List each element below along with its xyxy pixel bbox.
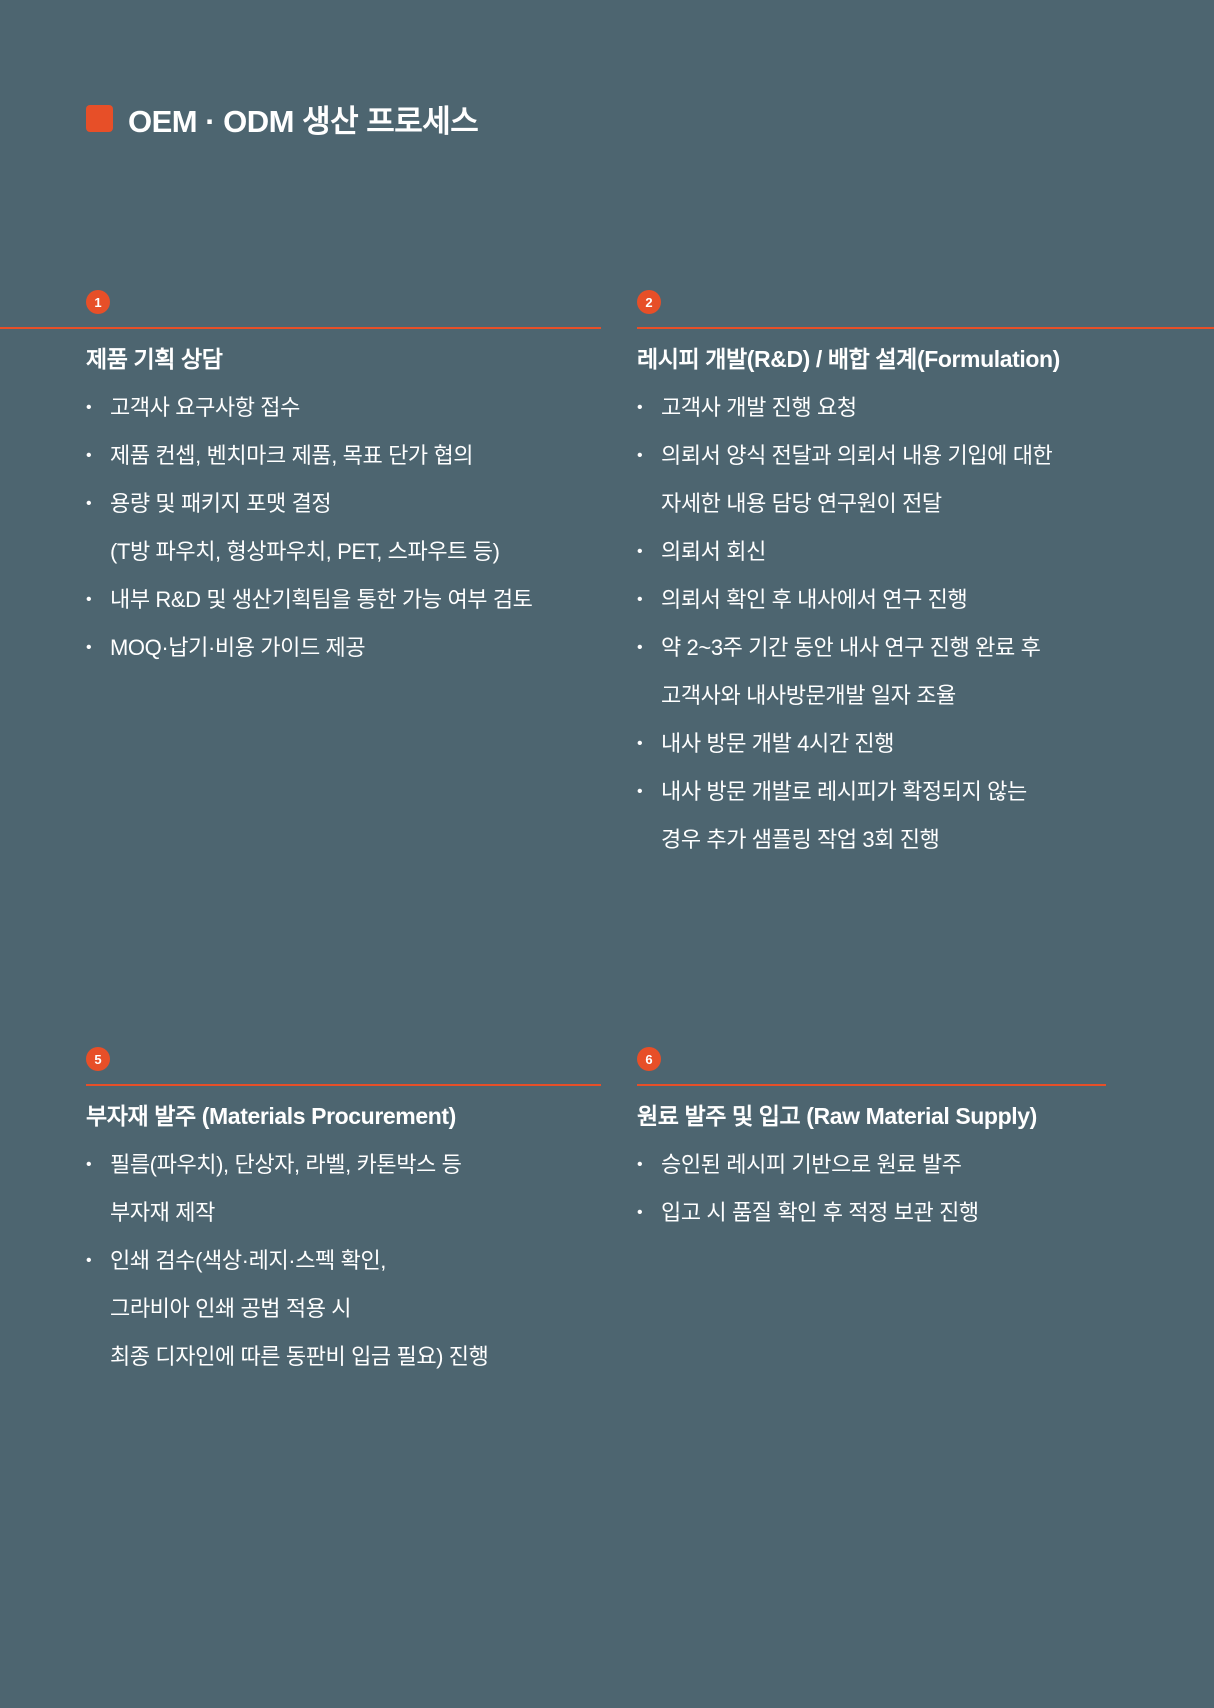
bullet-dot: • [637, 783, 643, 800]
step-number-badge: 2 [637, 290, 661, 314]
list-item: • 약 2~3주 기간 동안 내사 연구 진행 완료 후 [637, 624, 1214, 672]
step-title: 제품 기획 상담 [86, 346, 223, 372]
list-item-text: 고객사와 내사방문개발 일자 조율 [661, 683, 956, 708]
list-item-text: 최종 디자인에 따른 동판비 입금 필요) 진행 [110, 1344, 489, 1369]
list-item-text: 의뢰서 확인 후 내사에서 연구 진행 [661, 587, 968, 612]
list-item-text: 경우 추가 샘플링 작업 3회 진행 [661, 827, 940, 852]
list-item-text: 의뢰서 양식 전달과 의뢰서 내용 기입에 대한 [661, 443, 1053, 468]
list-item: • 내사 방문 개발로 레시피가 확정되지 않는 [637, 768, 1214, 816]
step-title: 레시피 개발(R&D) / 배합 설계(Formulation) [637, 346, 1060, 372]
list-item: • 필름(파우치), 단상자, 라벨, 카톤박스 등 [86, 1141, 606, 1189]
list-item-continuation: 그라비아 인쇄 공법 적용 시 [86, 1285, 606, 1333]
bullet-dot: • [637, 399, 643, 416]
list-item: • MOQ·납기·비용 가이드 제공 [86, 624, 606, 672]
bullet-dot: • [637, 639, 643, 656]
list-item: • 용량 및 패키지 포맷 결정 [86, 480, 606, 528]
list-item-text: 고객사 요구사항 접수 [110, 395, 300, 420]
list-item-text: 용량 및 패키지 포맷 결정 [110, 491, 332, 516]
list-item-text: 부자재 제작 [110, 1200, 215, 1225]
bullet-dot: • [637, 591, 643, 608]
section-divider-5 [86, 1084, 601, 1086]
list-item: • 내부 R&D 및 생산기획팀을 통한 가능 여부 검토 [86, 576, 606, 624]
list-item-continuation: 경우 추가 샘플링 작업 3회 진행 [637, 816, 1214, 864]
list-item: • 입고 시 품질 확인 후 적정 보관 진행 [637, 1189, 1197, 1237]
bullet-dot: • [86, 495, 92, 512]
bullet-dot: • [637, 735, 643, 752]
list-item: • 고객사 요구사항 접수 [86, 384, 606, 432]
step-number: 2 [645, 294, 653, 310]
list-item: • 인쇄 검수(색상·레지·스펙 확인, [86, 1237, 606, 1285]
step-number: 6 [645, 1051, 653, 1067]
bullet-dot: • [86, 1252, 92, 1269]
bullet-dot: • [86, 1156, 92, 1173]
step-number-badge: 6 [637, 1047, 661, 1071]
list-item-text: 제품 컨셉, 벤치마크 제품, 목표 단가 협의 [110, 443, 474, 468]
list-item: • 의뢰서 확인 후 내사에서 연구 진행 [637, 576, 1214, 624]
bullet-dot: • [86, 399, 92, 416]
title-square-icon [86, 105, 113, 132]
list-item-continuation: 고객사와 내사방문개발 일자 조율 [637, 672, 1214, 720]
bullet-dot: • [86, 639, 92, 656]
list-item-text: 승인된 레시피 기반으로 원료 발주 [661, 1152, 962, 1177]
list-item-text: 인쇄 검수(색상·레지·스펙 확인, [110, 1248, 386, 1273]
list-item: • 고객사 개발 진행 요청 [637, 384, 1214, 432]
list-item: • 의뢰서 양식 전달과 의뢰서 내용 기입에 대한 [637, 432, 1214, 480]
bullet-dot: • [637, 1204, 643, 1221]
list-item-text: 입고 시 품질 확인 후 적정 보관 진행 [661, 1200, 979, 1225]
step-items: • 승인된 레시피 기반으로 원료 발주 • 입고 시 품질 확인 후 적정 보… [637, 1141, 1197, 1237]
list-item-text: (T방 파우치, 형상파우치, PET, 스파우트 등) [110, 539, 500, 564]
step-title: 원료 발주 및 입고 (Raw Material Supply) [637, 1103, 1037, 1129]
list-item-continuation: (T방 파우치, 형상파우치, PET, 스파우트 등) [86, 528, 606, 576]
list-item-continuation: 최종 디자인에 따른 동판비 입금 필요) 진행 [86, 1333, 606, 1381]
section-divider-6 [637, 1084, 1106, 1086]
list-item-continuation: 부자재 제작 [86, 1189, 606, 1237]
process-step-5: 5 부자재 발주 (Materials Procurement) • 필름(파우… [86, 1047, 606, 1381]
step-number-badge: 1 [86, 290, 110, 314]
process-step-1: 1 제품 기획 상담 • 고객사 요구사항 접수 • 제품 컨셉, 벤치마크 제… [86, 290, 606, 672]
list-item-text: 자세한 내용 담당 연구원이 전달 [661, 491, 942, 516]
step-number-badge: 5 [86, 1047, 110, 1071]
bullet-dot: • [86, 591, 92, 608]
list-item-text: 내사 방문 개발 4시간 진행 [661, 731, 895, 756]
list-item-text: 내부 R&D 및 생산기획팀을 통한 가능 여부 검토 [110, 587, 533, 612]
list-item-text: 필름(파우치), 단상자, 라벨, 카톤박스 등 [110, 1152, 462, 1177]
bullet-dot: • [637, 1156, 643, 1173]
section-divider-2 [637, 327, 1214, 329]
list-item: • 의뢰서 회신 [637, 528, 1214, 576]
list-item-text: 고객사 개발 진행 요청 [661, 395, 857, 420]
step-number: 1 [94, 294, 102, 310]
list-item: • 내사 방문 개발 4시간 진행 [637, 720, 1214, 768]
bullet-dot: • [86, 447, 92, 464]
list-item-text: 그라비아 인쇄 공법 적용 시 [110, 1296, 352, 1321]
list-item-text: 내사 방문 개발로 레시피가 확정되지 않는 [661, 779, 1027, 804]
list-item-text: 의뢰서 회신 [661, 539, 766, 564]
section-divider-1 [0, 327, 601, 329]
list-item: • 제품 컨셉, 벤치마크 제품, 목표 단가 협의 [86, 432, 606, 480]
process-step-2: 2 레시피 개발(R&D) / 배합 설계(Formulation) • 고객사… [637, 290, 1214, 864]
step-number: 5 [94, 1051, 102, 1067]
step-items: • 고객사 요구사항 접수 • 제품 컨셉, 벤치마크 제품, 목표 단가 협의… [86, 384, 606, 672]
bullet-dot: • [637, 447, 643, 464]
step-title: 부자재 발주 (Materials Procurement) [86, 1103, 456, 1129]
page-title: OEM · ODM 생산 프로세스 [128, 104, 479, 139]
bullet-dot: • [637, 543, 643, 560]
list-item-continuation: 자세한 내용 담당 연구원이 전달 [637, 480, 1214, 528]
step-items: • 필름(파우치), 단상자, 라벨, 카톤박스 등 부자재 제작 • 인쇄 검… [86, 1141, 606, 1381]
list-item-text: MOQ·납기·비용 가이드 제공 [110, 635, 366, 660]
list-item: • 승인된 레시피 기반으로 원료 발주 [637, 1141, 1197, 1189]
step-items: • 고객사 개발 진행 요청 • 의뢰서 양식 전달과 의뢰서 내용 기입에 대… [637, 384, 1214, 864]
page-title-row: OEM · ODM 생산 프로세스 [86, 96, 479, 141]
list-item-text: 약 2~3주 기간 동안 내사 연구 진행 완료 후 [661, 635, 1041, 660]
process-step-6: 6 원료 발주 및 입고 (Raw Material Supply) • 승인된… [637, 1047, 1197, 1237]
